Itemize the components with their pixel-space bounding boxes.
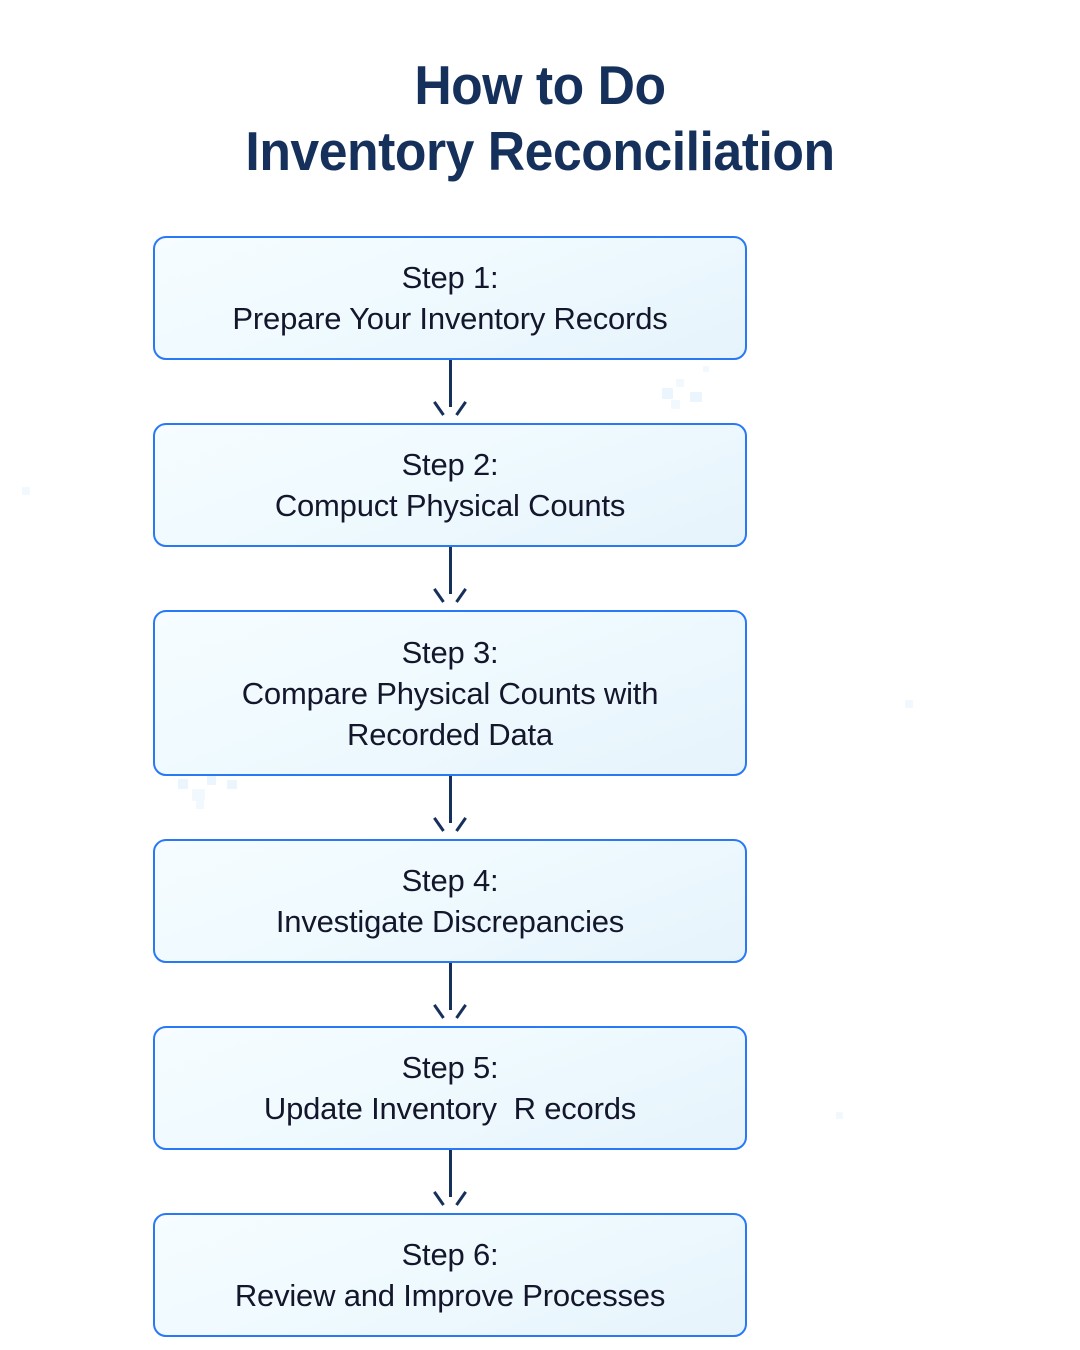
down-arrow-icon — [439, 1189, 461, 1211]
connector-5-to-6 — [153, 1150, 747, 1213]
page-title: How to Do Inventory Reconciliation — [0, 52, 1080, 184]
step-text: Review and Improve Processes — [234, 1278, 666, 1313]
flow-node-step-6[interactable]: Step 6: Review and Improve Processes — [153, 1213, 747, 1337]
step-text: Prepare Your Inventory Records — [232, 301, 668, 336]
down-arrow-icon — [439, 1002, 461, 1024]
title-line-1: How to Do — [414, 54, 666, 116]
step-label: Step 2: — [401, 447, 499, 482]
flow-node-step-5[interactable]: Step 5: Update Inventory R ecords — [153, 1026, 747, 1150]
connector-3-to-4 — [153, 776, 747, 839]
step-text-2: Recorded Data — [347, 716, 553, 752]
step-text: Update Inventory R ecords — [263, 1091, 637, 1126]
step-text: Investigate Discrepancies — [275, 904, 625, 939]
connector-2-to-3 — [153, 547, 747, 610]
connector-stem — [448, 547, 452, 594]
down-arrow-icon — [439, 399, 461, 421]
step-label: Step 3: — [401, 634, 499, 670]
step-text: Compare Physical Counts with — [241, 675, 659, 711]
step-text: Compuct Physical Counts — [274, 488, 626, 523]
connector-stem — [448, 963, 452, 1010]
connector-4-to-5 — [153, 963, 747, 1026]
flow-node-step-4[interactable]: Step 4: Investigate Discrepancies — [153, 839, 747, 963]
connector-stem — [448, 360, 452, 407]
connector-1-to-2 — [153, 360, 747, 423]
flowchart: Step 1: Prepare Your Inventory Records S… — [153, 236, 747, 1337]
flow-node-step-3[interactable]: Step 3: Compare Physical Counts with Rec… — [153, 610, 747, 776]
step-label: Step 5: — [401, 1050, 499, 1085]
step-label: Step 4: — [401, 863, 499, 898]
flow-node-step-1[interactable]: Step 1: Prepare Your Inventory Records — [153, 236, 747, 360]
connector-stem — [448, 1150, 452, 1197]
down-arrow-icon — [439, 586, 461, 608]
step-label: Step 6: — [401, 1237, 499, 1272]
flow-node-step-2[interactable]: Step 2: Compuct Physical Counts — [153, 423, 747, 547]
down-arrow-icon — [439, 815, 461, 837]
step-label: Step 1: — [401, 260, 499, 295]
connector-stem — [448, 776, 452, 823]
title-line-2: Inventory Reconciliation — [245, 120, 835, 182]
